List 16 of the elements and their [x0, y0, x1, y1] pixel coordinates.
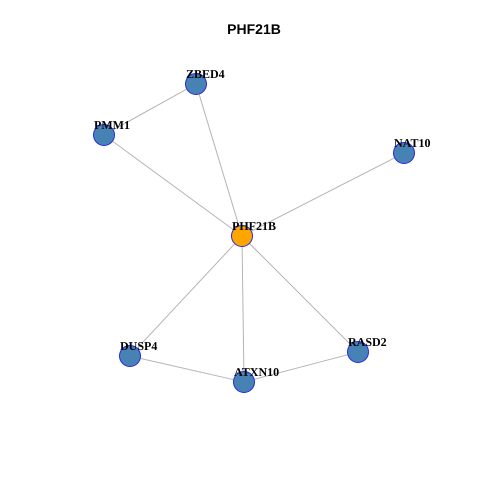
edge-line [242, 246, 244, 372]
node-label: RASD2 [348, 336, 387, 348]
node-label: ZBED4 [186, 68, 225, 80]
edge-line [140, 358, 234, 380]
edge-line [251, 158, 395, 232]
node-label: NAT10 [394, 137, 430, 149]
node-label: DUSP4 [120, 340, 158, 352]
edge-line [113, 88, 187, 130]
edge-line [249, 243, 351, 345]
edge-line [254, 354, 348, 380]
diagram-title: PHF21B [227, 21, 281, 38]
node-label: ATXN10 [234, 366, 280, 378]
node-label: PHF21B [232, 220, 276, 232]
edge-line [137, 244, 235, 348]
node-label: PMM1 [94, 119, 130, 131]
edge-line [112, 141, 234, 230]
